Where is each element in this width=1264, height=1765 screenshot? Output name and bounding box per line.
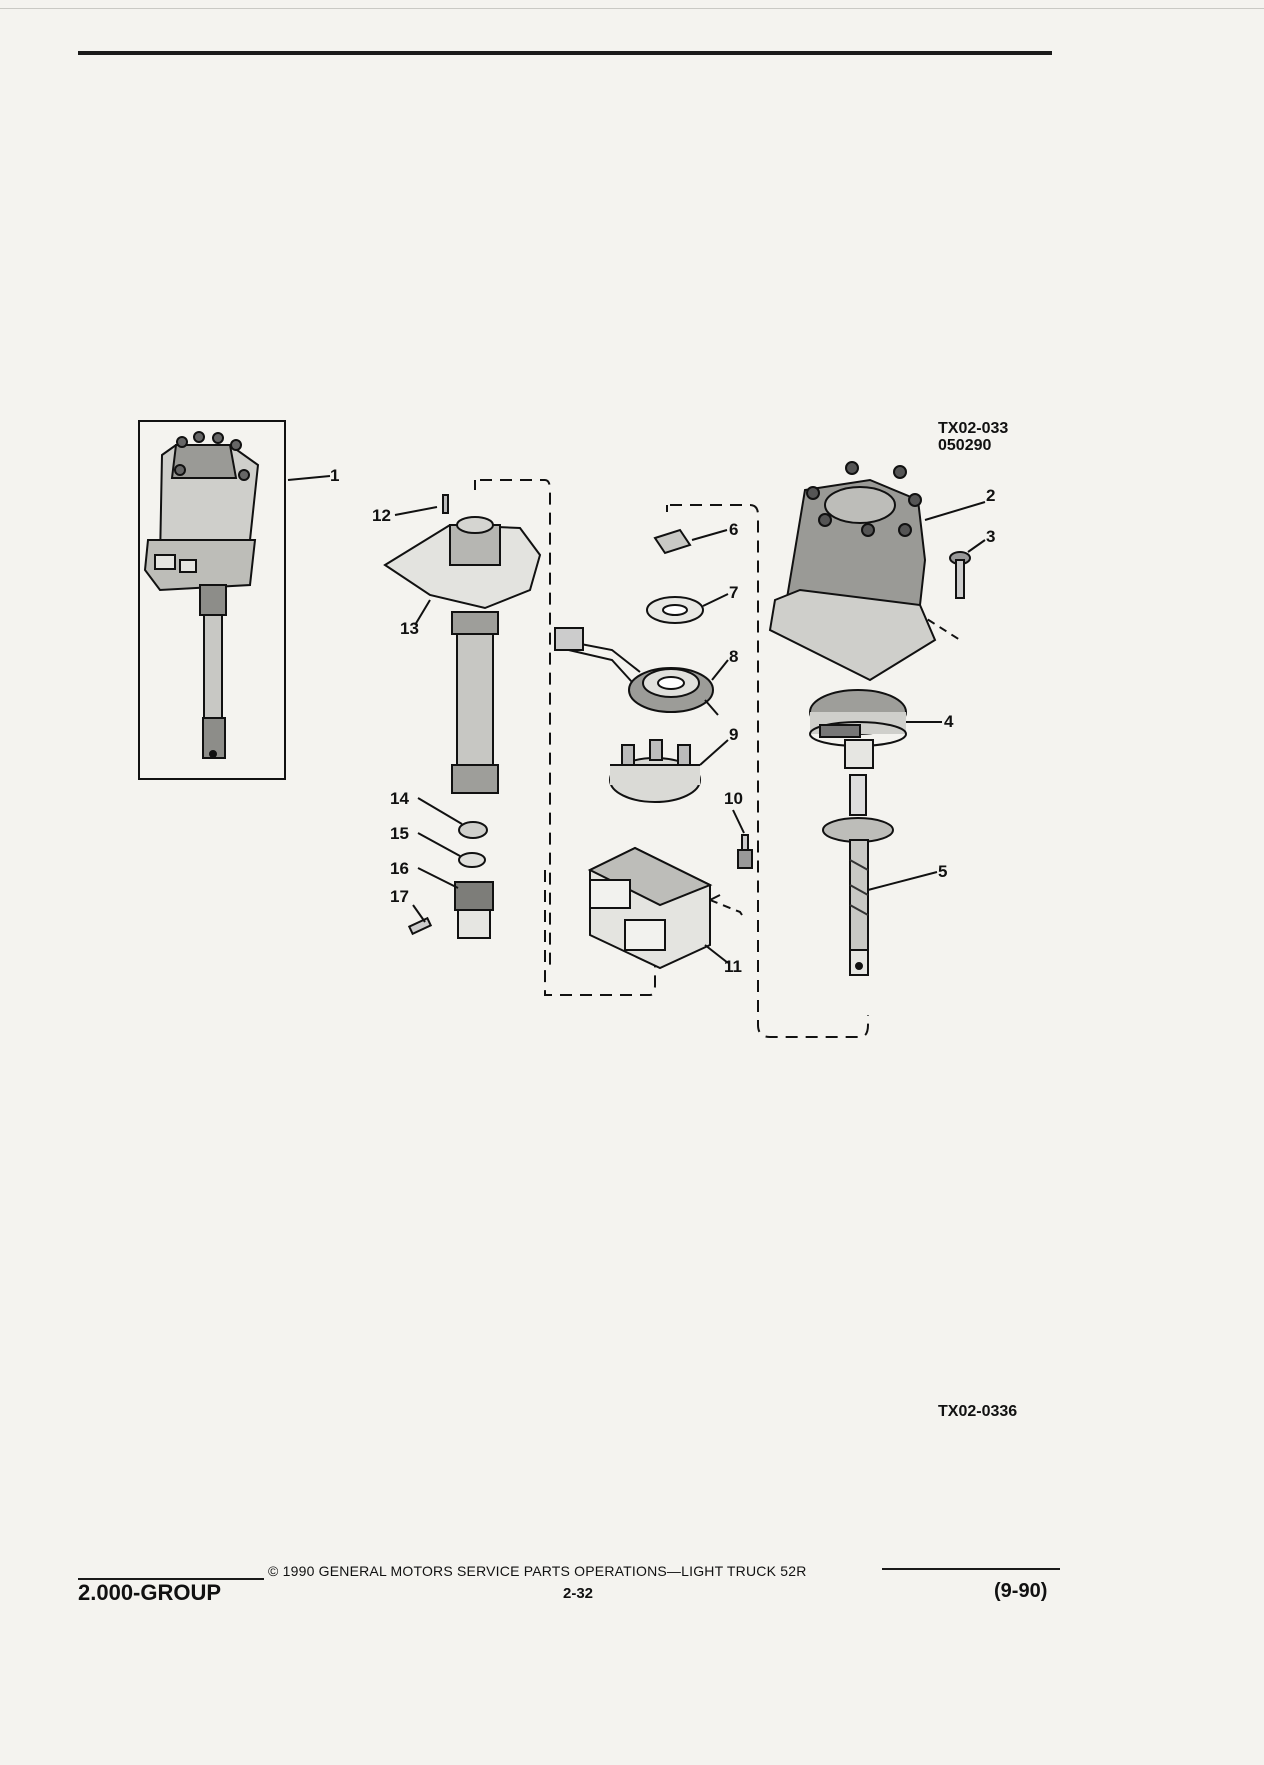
dashed-enclosure-mid: [544, 870, 656, 996]
part-6-retainer: [653, 528, 692, 555]
dashed-guide-cap: [915, 611, 961, 641]
assembled-distributor-illustration: [143, 431, 260, 759]
leader-11: [704, 944, 729, 964]
callout-5: 5: [938, 862, 948, 881]
leader-8: [711, 659, 729, 681]
figure-code-bottom: TX02-0336: [938, 1403, 1018, 1420]
leader-12: [394, 506, 438, 516]
part-16-gear: [454, 881, 494, 939]
leader-15: [417, 832, 461, 857]
dashed-enclosure-right-lower: [757, 900, 869, 1038]
top-edge-line: [0, 8, 1264, 9]
callout-7: 7: [729, 583, 739, 602]
part-9-pole-piece: [609, 739, 701, 803]
part-14-washer: [458, 821, 488, 839]
leader-3: [967, 539, 986, 553]
leader-2: [924, 501, 986, 521]
leader-7: [702, 593, 729, 607]
callout-8: 8: [729, 647, 739, 666]
part-11-ignition-module: [587, 846, 721, 970]
figure-code-top-2: 050290: [938, 437, 992, 454]
part-2-distributor-cap: [768, 461, 937, 682]
footer-rule-left: [78, 1578, 264, 1580]
inset-frame: [138, 420, 286, 780]
callout-4: 4: [944, 712, 954, 731]
part-8-pickup-coil: [554, 627, 719, 716]
callout-15: 15: [390, 824, 409, 843]
part-12-pin: [442, 494, 449, 514]
callout-10: 10: [724, 789, 743, 808]
callout-1: 1: [330, 466, 340, 485]
callout-13: 13: [400, 619, 419, 638]
leader-14: [417, 797, 463, 825]
footer-revision-date: (9-90): [994, 1580, 1048, 1602]
leader-16: [417, 867, 459, 889]
leader-6: [691, 529, 728, 541]
footer-page-number: 2-32: [563, 1585, 594, 1602]
footer-group: 2.000-GROUP: [78, 1580, 222, 1605]
footer-rule-right: [882, 1568, 1060, 1570]
dashed-guide-module: [709, 899, 743, 916]
callout-14: 14: [390, 789, 409, 808]
part-5-shaft: [822, 774, 894, 976]
footer-copyright: © 1990 GENERAL MOTORS SERVICE PARTS OPER…: [268, 1563, 807, 1579]
leader-5: [867, 871, 938, 891]
part-10-screw: [737, 834, 753, 869]
header-rule: [78, 51, 1052, 55]
callout-12: 12: [372, 506, 391, 525]
leader-1: [287, 475, 331, 481]
part-17-roll-pin: [407, 916, 433, 936]
leader-10: [732, 809, 745, 834]
leader-17: [412, 904, 426, 923]
leader-13: [414, 599, 431, 626]
figure-code-top-1: TX02-033: [938, 420, 1009, 437]
callout-9: 9: [729, 725, 739, 744]
callout-6: 6: [729, 520, 739, 539]
callout-2: 2: [986, 486, 996, 505]
dashed-enclosure-right: [666, 504, 759, 900]
leader-9: [699, 739, 729, 766]
callout-17: 17: [390, 887, 409, 906]
callout-11: 11: [724, 957, 742, 976]
part-15-washer: [458, 852, 486, 868]
callout-3: 3: [986, 527, 996, 546]
callout-16: 16: [390, 859, 409, 878]
part-3-screw: [949, 551, 971, 599]
part-13-housing: [383, 516, 542, 794]
part-4-rotor: [809, 689, 907, 769]
dashed-enclosure-left: [474, 479, 551, 965]
